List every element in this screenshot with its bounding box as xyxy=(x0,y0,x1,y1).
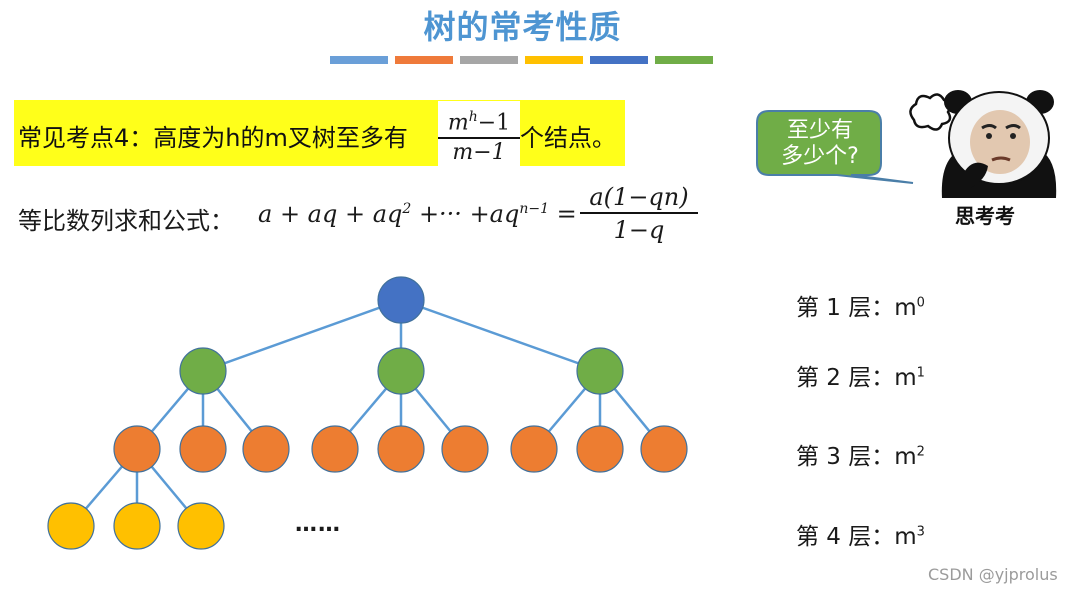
tree-node xyxy=(576,425,624,473)
tree-node xyxy=(177,502,225,550)
geometric-label: 等比数列求和公式： xyxy=(18,207,234,235)
tree-node xyxy=(640,425,688,473)
meme-caption: 思考考 xyxy=(955,204,1015,228)
color-bar xyxy=(395,56,453,64)
level-label-1: 第 1 层：m0 xyxy=(796,295,925,321)
tree-node xyxy=(441,425,489,473)
tree-node xyxy=(179,347,227,395)
tree-node xyxy=(377,347,425,395)
fraction-line xyxy=(580,212,698,214)
tree-node xyxy=(179,425,227,473)
fraction-line xyxy=(438,137,520,140)
color-bar xyxy=(460,56,518,64)
level-label-4: 第 4 层：m3 xyxy=(796,524,925,550)
ellipsis: …… xyxy=(295,512,341,537)
tree-node xyxy=(377,276,425,324)
tree-edge xyxy=(202,298,402,373)
level-label-2: 第 2 层：m1 xyxy=(796,365,925,391)
tree-node xyxy=(377,425,425,473)
tree-edge xyxy=(400,298,601,373)
level-label-3: 第 3 层：m2 xyxy=(796,444,925,470)
geometric-expression: a + aq + aq2 +··· +aqn−1 = xyxy=(258,200,577,228)
tree-node xyxy=(47,502,95,550)
page-title: 树的常考性质 xyxy=(423,8,622,46)
tree-node xyxy=(576,347,624,395)
key-point-text: 常见考点4：高度为h的m叉树至多有 xyxy=(18,124,408,152)
color-bar xyxy=(330,56,388,64)
tree-node xyxy=(510,425,558,473)
watermark: CSDN @yjprolus xyxy=(928,565,1058,584)
speech-bubble xyxy=(756,110,914,184)
tree-node xyxy=(113,425,161,473)
key-point-fraction: mh−1 m−1 xyxy=(438,101,520,166)
bubble-text: 至少有 多少个? xyxy=(781,118,859,169)
tree-node xyxy=(113,502,161,550)
geometric-denominator: 1−q xyxy=(613,216,665,244)
fraction-denominator: m−1 xyxy=(452,140,506,166)
thinking-panda-icon xyxy=(909,90,1057,198)
fraction-numerator: mh−1 xyxy=(447,109,511,136)
key-point-highlight xyxy=(14,100,625,166)
color-bar xyxy=(525,56,583,64)
key-point-tail: 个结点。 xyxy=(520,124,616,152)
tree-node xyxy=(311,425,359,473)
color-bar xyxy=(655,56,713,64)
geometric-numerator: a(1−qn) xyxy=(589,183,689,211)
color-bar xyxy=(590,56,648,64)
tree-node xyxy=(242,425,290,473)
color-bar-strip xyxy=(330,56,713,64)
geometric-fraction: a(1−qn) 1−q xyxy=(580,182,698,246)
tree-diagram xyxy=(47,276,688,550)
